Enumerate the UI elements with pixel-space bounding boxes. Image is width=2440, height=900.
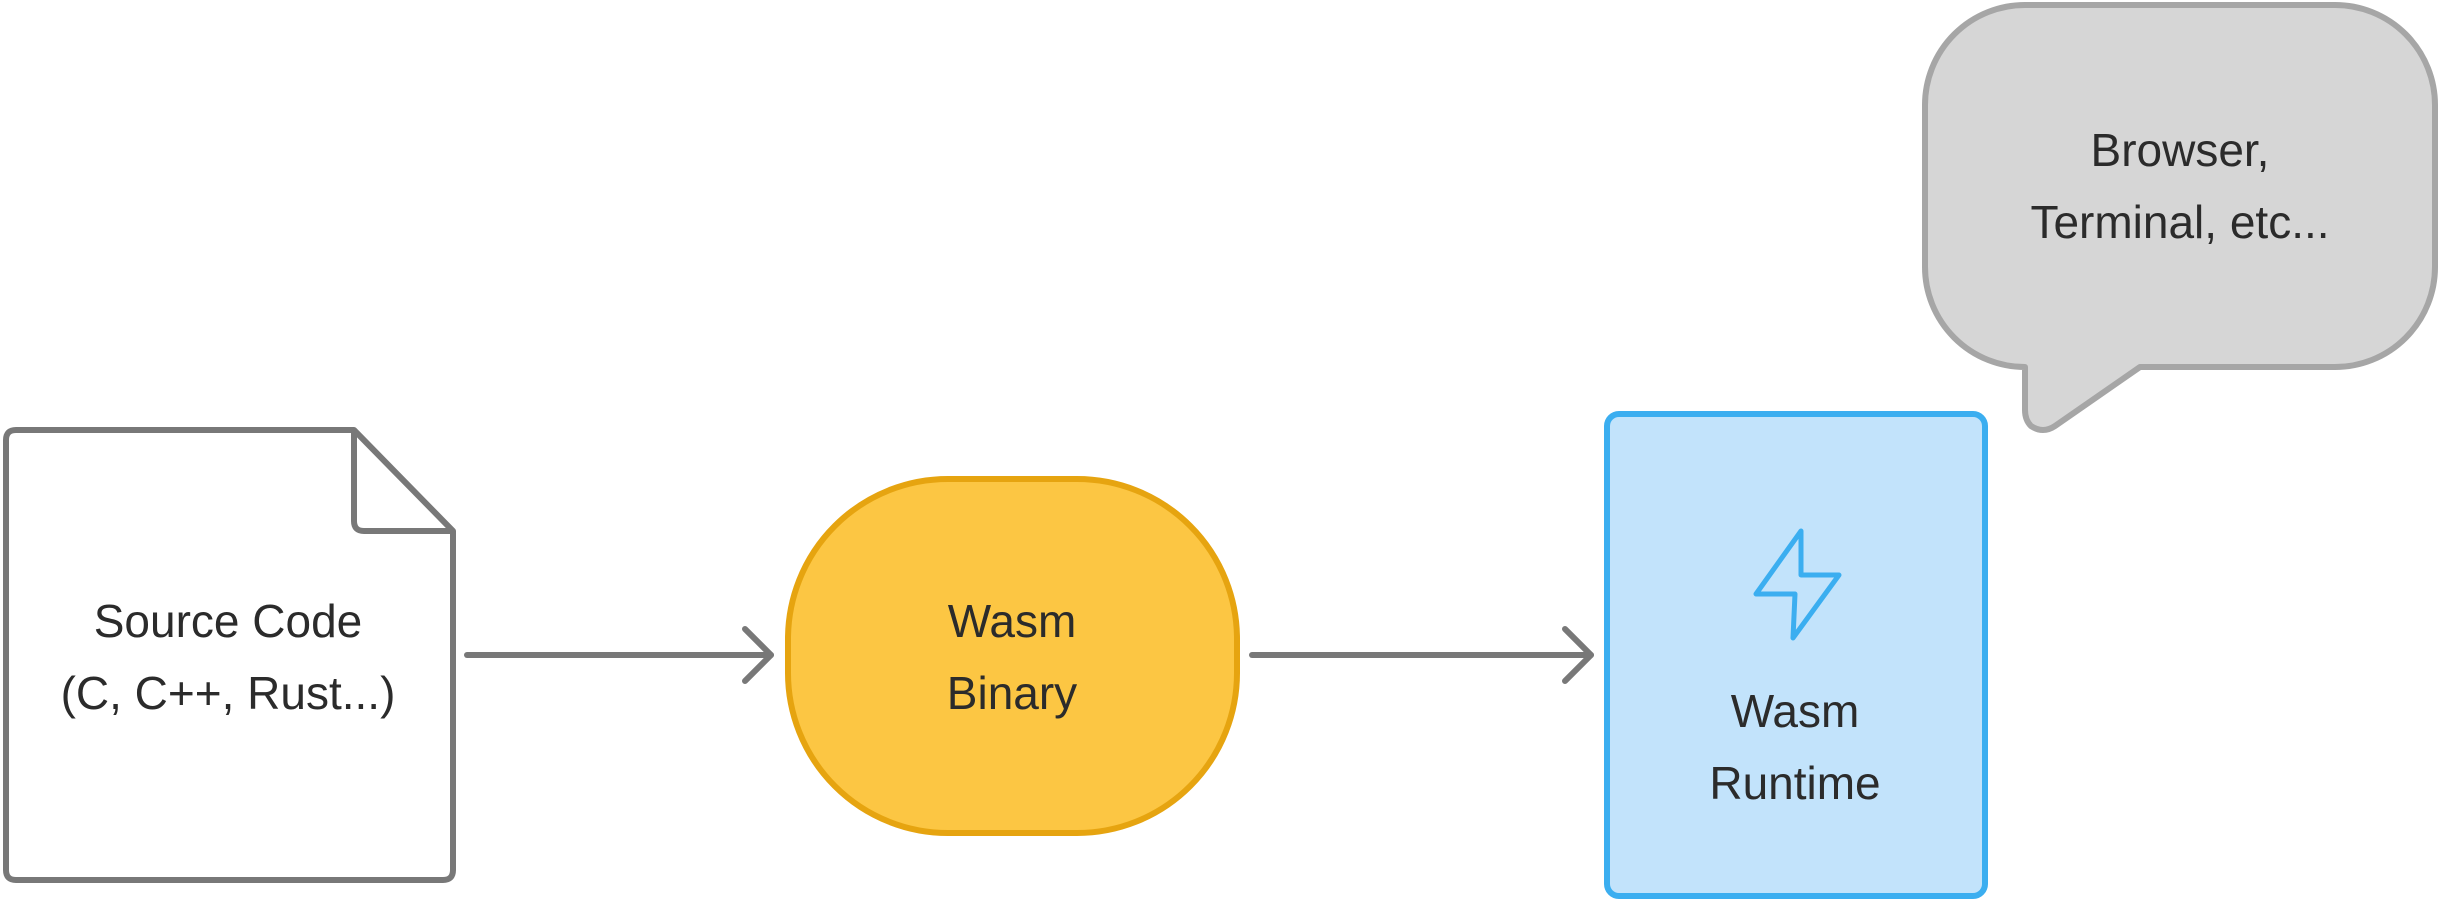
document-fold — [351, 430, 453, 534]
callout-label-line1: Browser, — [2091, 124, 2270, 176]
wasm-runtime-label-line1: Wasm — [1731, 685, 1860, 737]
wasm-binary-node: Wasm Binary — [785, 476, 1240, 836]
binary-shape — [785, 476, 1240, 836]
document-shape — [3, 427, 456, 883]
source-code-label-line2: (C, C++, Rust...) — [61, 667, 396, 719]
wasm-binary-label-line2: Binary — [947, 667, 1077, 719]
source-code-label-line1: Source Code — [94, 595, 363, 647]
arrow-binary-to-runtime — [1249, 626, 1594, 684]
wasm-runtime-node: Wasm Runtime — [1604, 411, 1988, 899]
callout-label-line2: Terminal, etc... — [2030, 196, 2329, 248]
callout-bubble — [1922, 2, 2438, 433]
arrow-source-to-binary — [464, 626, 774, 684]
runtime-shape — [1604, 411, 1988, 899]
wasm-runtime-label-line2: Runtime — [1709, 757, 1880, 809]
wasm-binary-label-line1: Wasm — [948, 595, 1077, 647]
environment-callout: Browser, Terminal, etc... — [1922, 2, 2438, 433]
source-code-node: Source Code (C, C++, Rust...) — [3, 427, 456, 883]
lightning-bolt-icon — [1753, 528, 1842, 641]
